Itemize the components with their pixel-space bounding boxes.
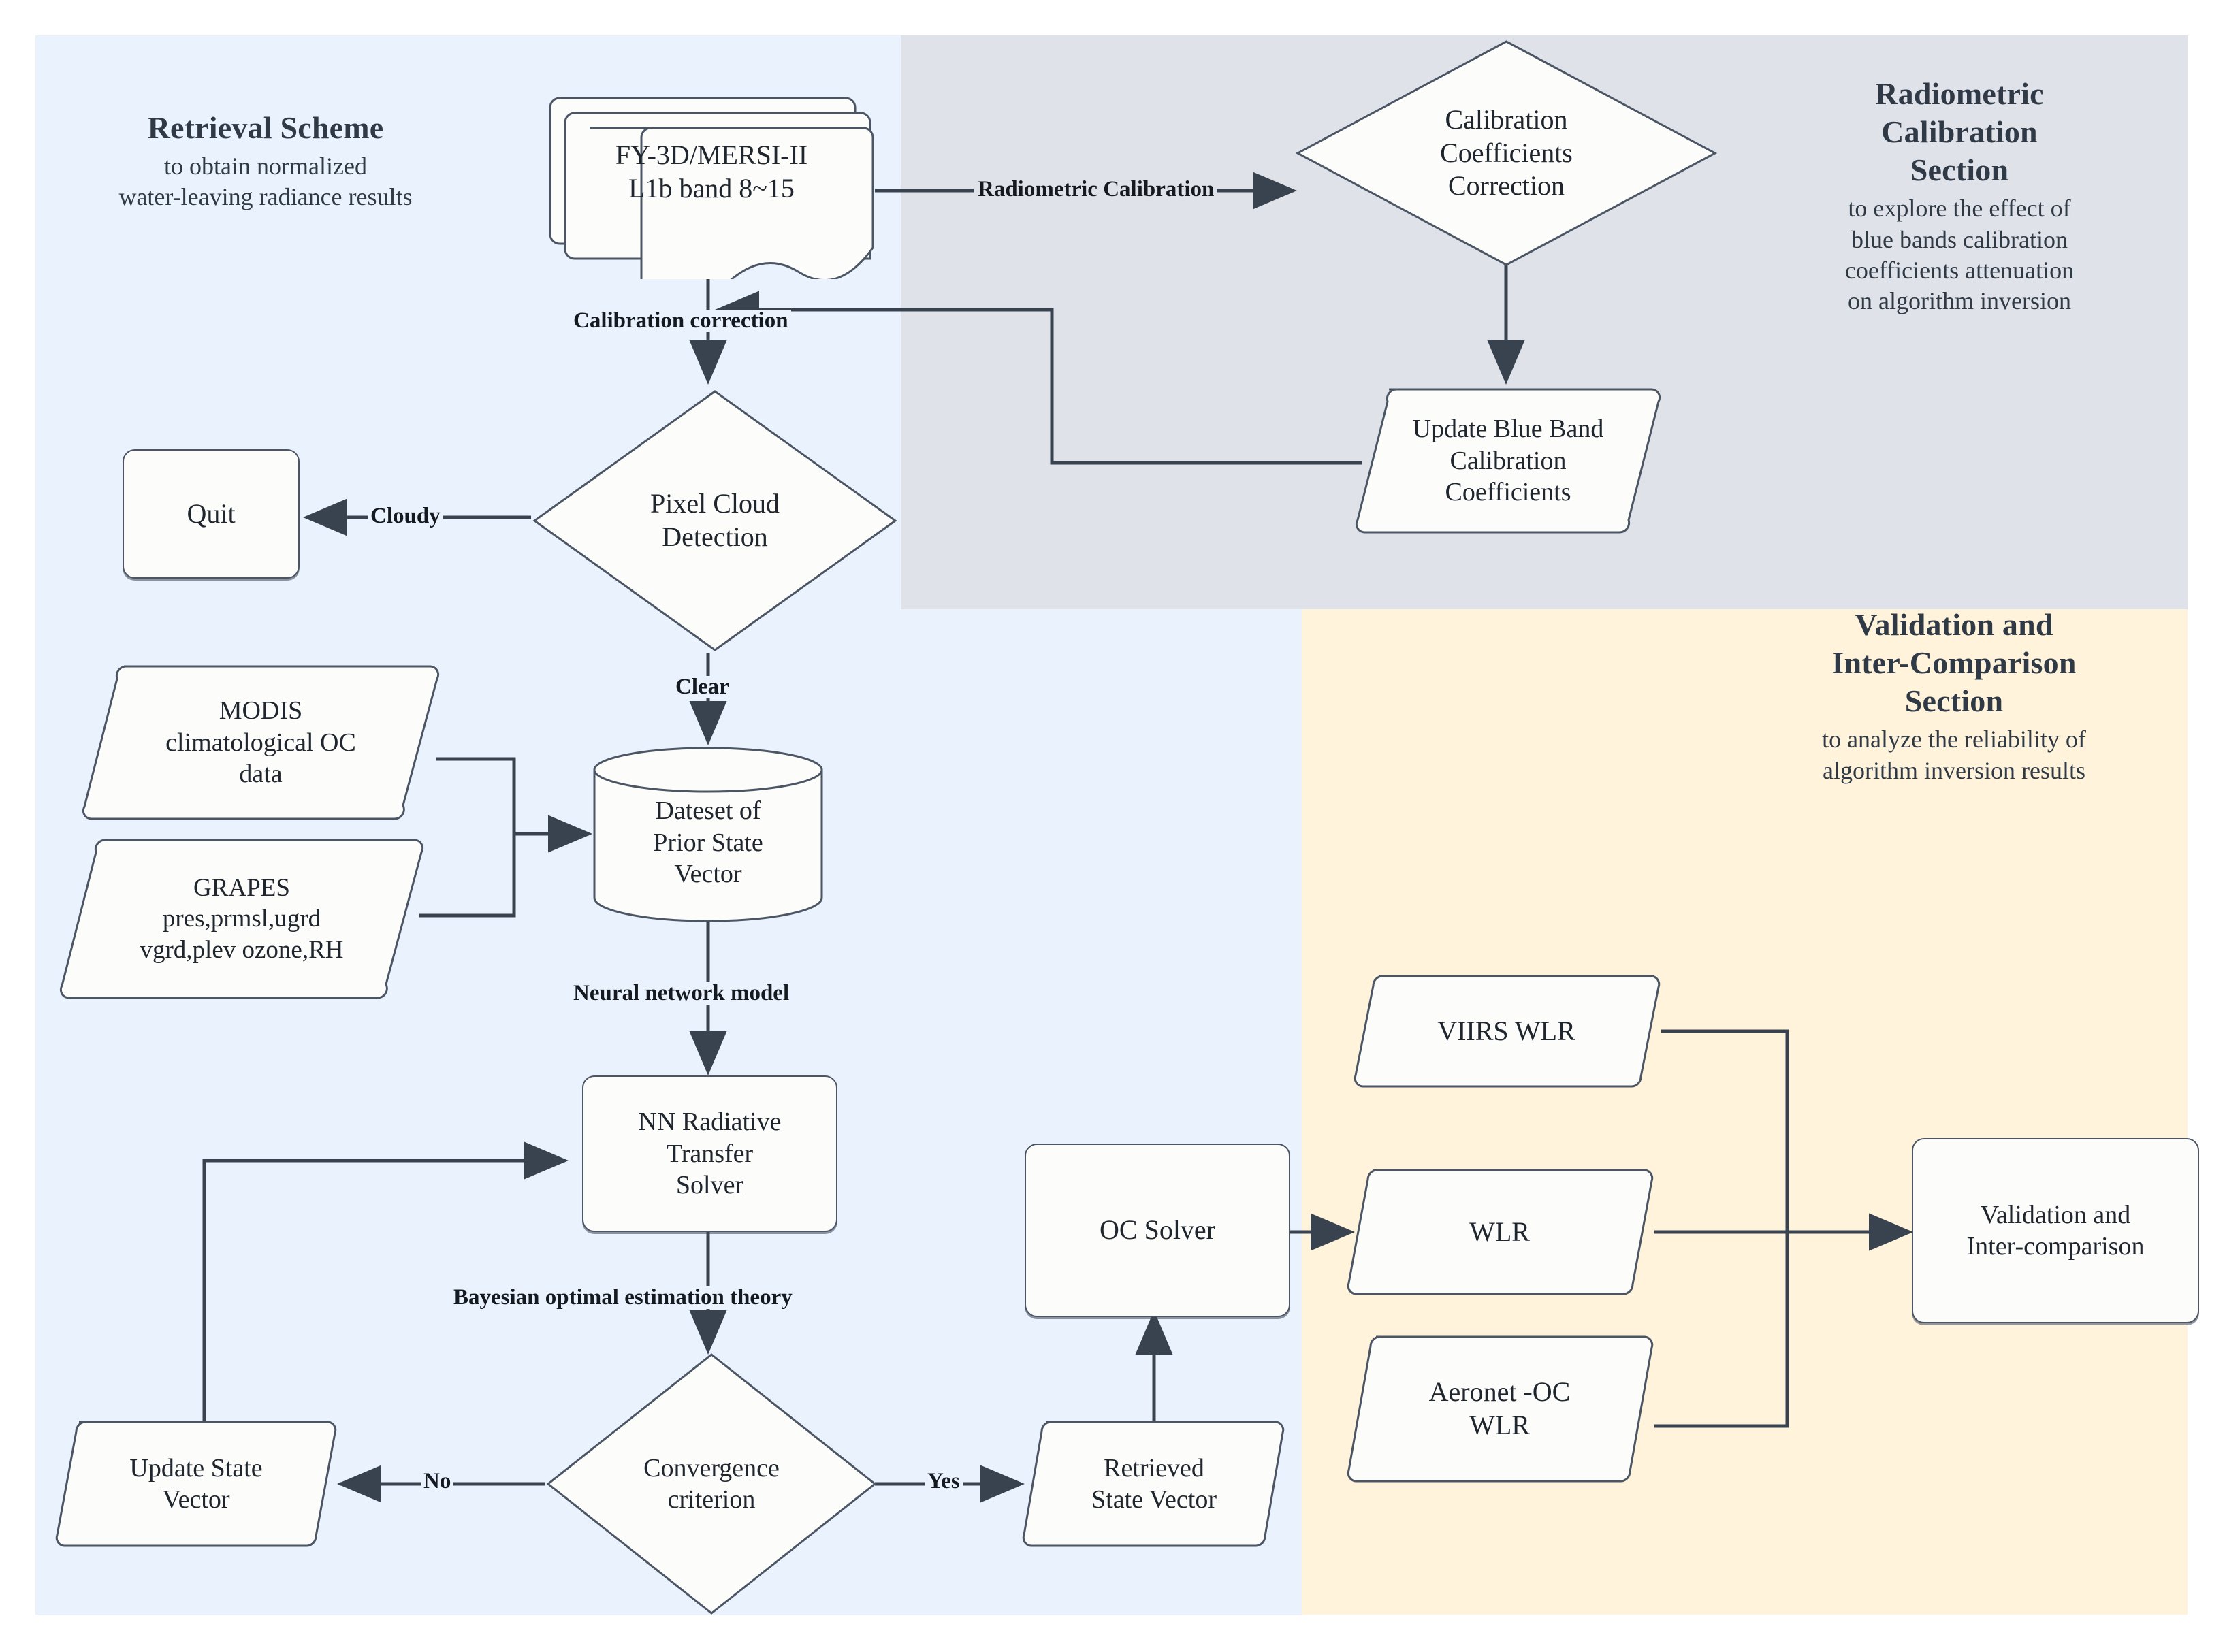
pixel-cloud-detection-label: Pixel Cloud Detection [650, 488, 780, 552]
parallelogram-shape [1347, 1169, 1654, 1295]
retrieval-subtitle: to obtain normalized water-leaving radia… [118, 152, 413, 211]
retrieved-state-vector-label: Retrieved State Vector [1091, 1453, 1217, 1514]
edge-label-clear: Clear [673, 676, 732, 698]
quit-label: Quit [187, 498, 236, 529]
parallelogram-shape [1347, 1335, 1654, 1483]
radiometric-subtitle: to explore the effect of blue bands cali… [1844, 195, 2075, 315]
grapes-label: GRAPES pres,prmsl,ugrd vgrd,plev ozone,R… [140, 874, 344, 964]
cylinder-shape [593, 747, 823, 922]
validation-box-label: Validation and Inter-comparison [1966, 1200, 2145, 1261]
edge-label-cloudy: Cloudy [368, 505, 443, 528]
parallelogram-shape [82, 665, 440, 820]
validation-subtitle: to analyze the reliability of algorithm … [1822, 726, 2086, 784]
edge-label-neural-network-model: Neural network model [571, 982, 793, 1005]
update-blue-band-label: Update Blue Band Calibration Coefficient… [1412, 415, 1604, 507]
node-calibration-coefficients-correction[interactable]: Calibration Coefficients Correction [1294, 37, 1719, 269]
viirs-wlr-label: VIIRS WLR [1437, 1015, 1575, 1046]
node-nn-radiative-transfer-solver[interactable]: NN Radiative Transfer Solver [582, 1075, 837, 1232]
parallelogram-shape [1354, 975, 1661, 1088]
node-aeronet-oc-wlr[interactable]: Aeronet -OC WLR [1345, 1334, 1654, 1484]
source-data-label: FY-3D/MERSI-II L1b band 8~15 [615, 140, 808, 204]
edge-label-bayesian: Bayesian optimal estimation theory [451, 1286, 795, 1309]
prior-dataset-label: Dateset of Prior State Vector [653, 796, 763, 889]
node-quit[interactable]: Quit [123, 449, 300, 579]
calibration-coefficients-correction-label: Calibration Coefficients Correction [1440, 103, 1573, 201]
aeronet-oc-wlr-label: Aeronet -OC WLR [1428, 1376, 1571, 1440]
validation-heading: Validation and Inter-Comparison Section [1831, 607, 2077, 719]
node-convergence-criterion[interactable]: Convergence criterion [545, 1351, 878, 1617]
node-update-state-vector[interactable]: Update State Vector [53, 1419, 339, 1549]
edge-label-yes: Yes [925, 1470, 963, 1493]
diamond-shape [1295, 40, 1718, 266]
node-wlr[interactable]: WLR [1345, 1167, 1654, 1297]
node-viirs-wlr[interactable]: VIIRS WLR [1351, 973, 1661, 1089]
nn-solver-label: NN Radiative Transfer Solver [638, 1107, 782, 1200]
node-grapes-data[interactable]: GRAPES pres,prmsl,ugrd vgrd,plev ozone,R… [58, 837, 426, 1001]
diamond-shape [532, 390, 897, 651]
convergence-label: Convergence criterion [643, 1453, 780, 1514]
parallelogram-shape [1355, 388, 1661, 534]
section-title-retrieval: Retrieval Scheme to obtain normalized wa… [41, 109, 490, 213]
oc-solver-label: OC Solver [1100, 1214, 1215, 1246]
modis-label: MODIS climatological OC data [165, 696, 356, 789]
parallelogram-shape [55, 1421, 337, 1547]
edge-label-radiometric-calibration: Radiometric Calibration [975, 178, 1217, 201]
node-source-data[interactable]: FY-3D/MERSI-II L1b band 8~15 [545, 88, 878, 279]
wlr-label: WLR [1469, 1216, 1530, 1247]
node-pixel-cloud-detection[interactable]: Pixel Cloud Detection [531, 388, 899, 653]
parallelogram-shape [59, 839, 424, 999]
node-modis-data[interactable]: MODIS climatological OC data [80, 664, 441, 822]
node-validation-inter-comparison[interactable]: Validation and Inter-comparison [1912, 1138, 2199, 1323]
edge-label-calibration-correction: Calibration correction [571, 310, 791, 332]
update-state-vector-label: Update State Vector [129, 1453, 263, 1514]
radiometric-heading: Radiometric Calibration Section [1875, 76, 2044, 188]
node-prior-state-vector-dataset[interactable]: Dateset of Prior State Vector [589, 745, 827, 922]
section-title-radiometric: Radiometric Calibration Section to explo… [1748, 75, 2171, 317]
multi-document-shape [549, 97, 874, 279]
edge-label-no: No [421, 1470, 454, 1493]
node-oc-solver[interactable]: OC Solver [1025, 1144, 1290, 1317]
node-retrieved-state-vector[interactable]: Retrieved State Vector [1021, 1419, 1287, 1549]
section-title-validation: Validation and Inter-Comparison Section … [1716, 606, 2192, 786]
parallelogram-shape [1022, 1421, 1285, 1547]
diamond-shape [546, 1353, 877, 1615]
retrieval-heading: Retrieval Scheme [147, 110, 384, 145]
node-update-blue-band-coefficients[interactable]: Update Blue Band Calibration Coefficient… [1355, 387, 1661, 535]
